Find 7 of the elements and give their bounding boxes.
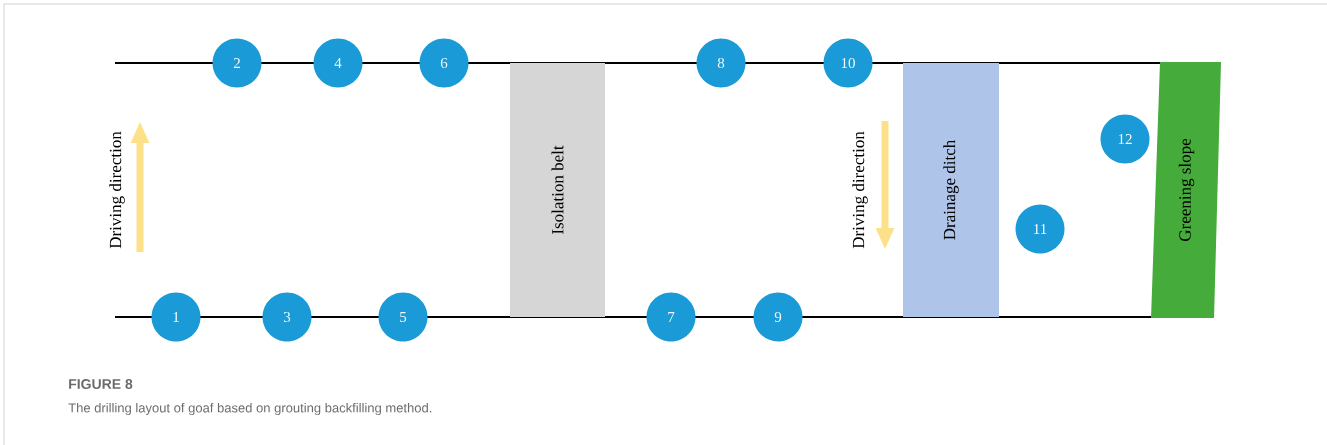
figure-caption: The drilling layout of goaf based on grouting backfilling method. [68,402,432,416]
figure-number: FIGURE 8 [69,379,133,389]
drainage-ditch: Drainage ditch [903,63,999,317]
direction-label: Driving direction [852,131,868,249]
greening-slope: Greening slope [1151,62,1221,318]
isolation-belt: Isolation belt [510,63,605,317]
direction-label: Driving direction [109,131,125,249]
